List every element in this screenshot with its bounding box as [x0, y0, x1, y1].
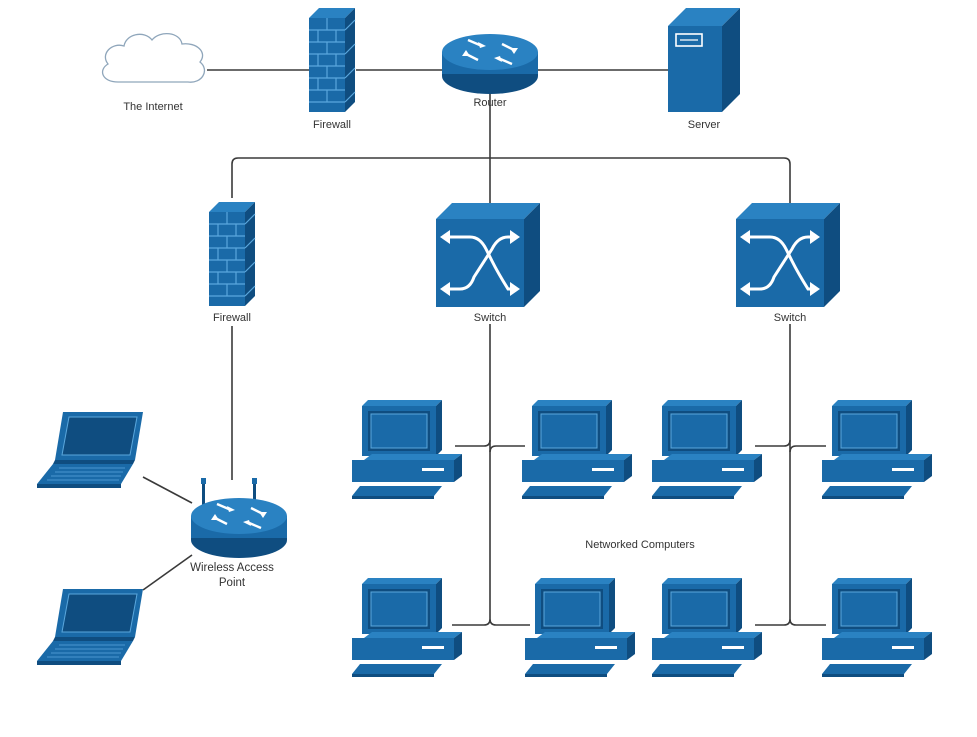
laptop-icon [36, 411, 144, 489]
wireless-access-point-node: Wireless Access Point [189, 478, 289, 589]
cloud-icon [101, 33, 205, 83]
internet-label: The Internet [123, 101, 182, 113]
switch-center-row1-tap [455, 439, 525, 453]
laptop-wap-link-1 [142, 476, 193, 504]
wap-label-line2: Point [219, 577, 246, 589]
networked-computers-group: Networked Computers [351, 399, 933, 678]
firewall-left-label: Firewall [213, 312, 251, 324]
desktop-computer-icon [821, 399, 933, 500]
firewall-top-node: Firewall [308, 7, 356, 131]
laptop-icon [36, 588, 144, 666]
wireless-router-icon [189, 478, 289, 560]
switch-center-node: Switch [434, 201, 542, 324]
switch-right-label: Switch [774, 312, 806, 324]
wap-label-line1: Wireless Access [190, 562, 274, 574]
server-icon [667, 7, 741, 113]
desktop-computer-icon [524, 577, 636, 678]
firewall-icon [208, 201, 256, 307]
desktop-computer-icon [351, 399, 463, 500]
internet-node: The Internet [101, 33, 205, 113]
connectors [142, 69, 826, 626]
desktop-computer-icon [351, 577, 463, 678]
firewall-left-node: Firewall [208, 201, 256, 324]
router-node: Router [440, 32, 540, 109]
router-label: Router [473, 97, 506, 109]
server-label: Server [688, 119, 721, 131]
firewall-icon [308, 7, 356, 113]
switch-center-label: Switch [474, 312, 506, 324]
server-node: Server [667, 7, 741, 131]
desktop-computer-icon [521, 399, 633, 500]
laptop-wap-link-2 [142, 554, 193, 591]
switch-icon [734, 201, 842, 309]
networked-computers-label: Networked Computers [585, 539, 695, 551]
desktop-computer-icon [651, 577, 763, 678]
switch-right-row1-tap [755, 439, 826, 453]
router-icon [440, 32, 540, 96]
desktop-computer-icon [651, 399, 763, 500]
switch-right-node: Switch [734, 201, 842, 324]
desktop-computer-icon [821, 577, 933, 678]
backbone-bus [231, 157, 791, 205]
switch-icon [434, 201, 542, 309]
switch-right-drop [755, 324, 826, 626]
switch-center-drop [452, 324, 530, 626]
firewall-top-label: Firewall [313, 119, 351, 131]
